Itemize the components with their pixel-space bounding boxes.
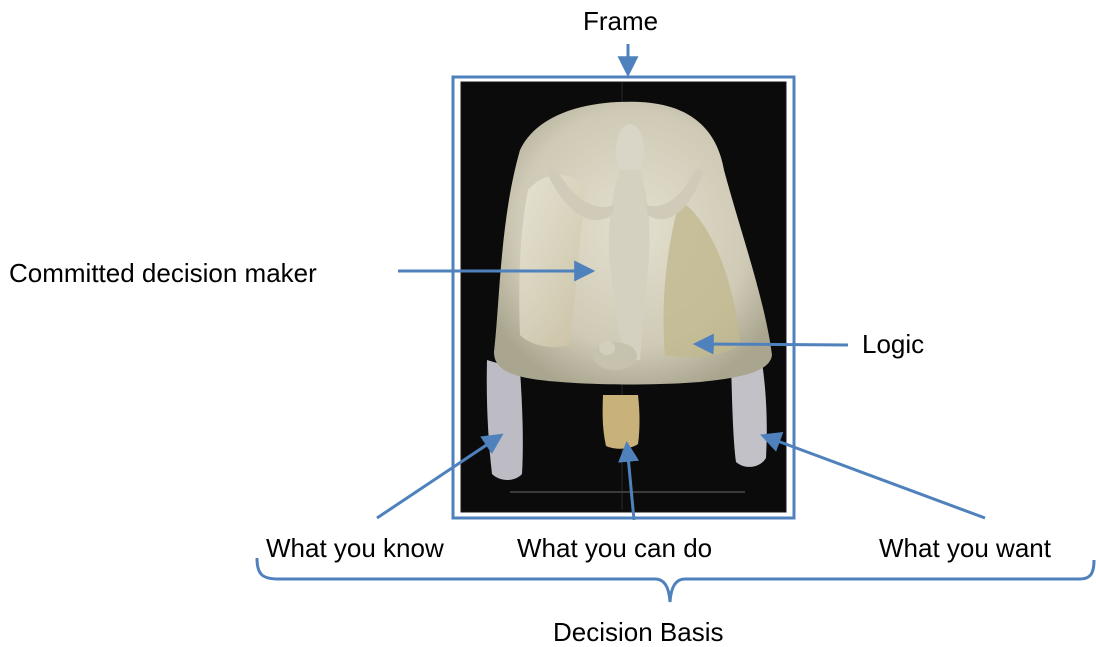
- what-you-can-do-label: What you can do: [517, 533, 712, 563]
- logic-arrow: [697, 344, 848, 345]
- frame-label: Frame: [583, 6, 658, 36]
- decision-basis-brace: [257, 558, 1094, 602]
- want-arrow: [764, 436, 985, 518]
- chair-photo: [461, 82, 786, 512]
- what-you-know-label: What you know: [266, 533, 444, 563]
- logic-label: Logic: [862, 329, 924, 359]
- what-you-want-label: What you want: [879, 533, 1051, 563]
- decision-maker-label: Committed decision maker: [9, 258, 317, 288]
- decision-basis-label: Decision Basis: [553, 617, 724, 647]
